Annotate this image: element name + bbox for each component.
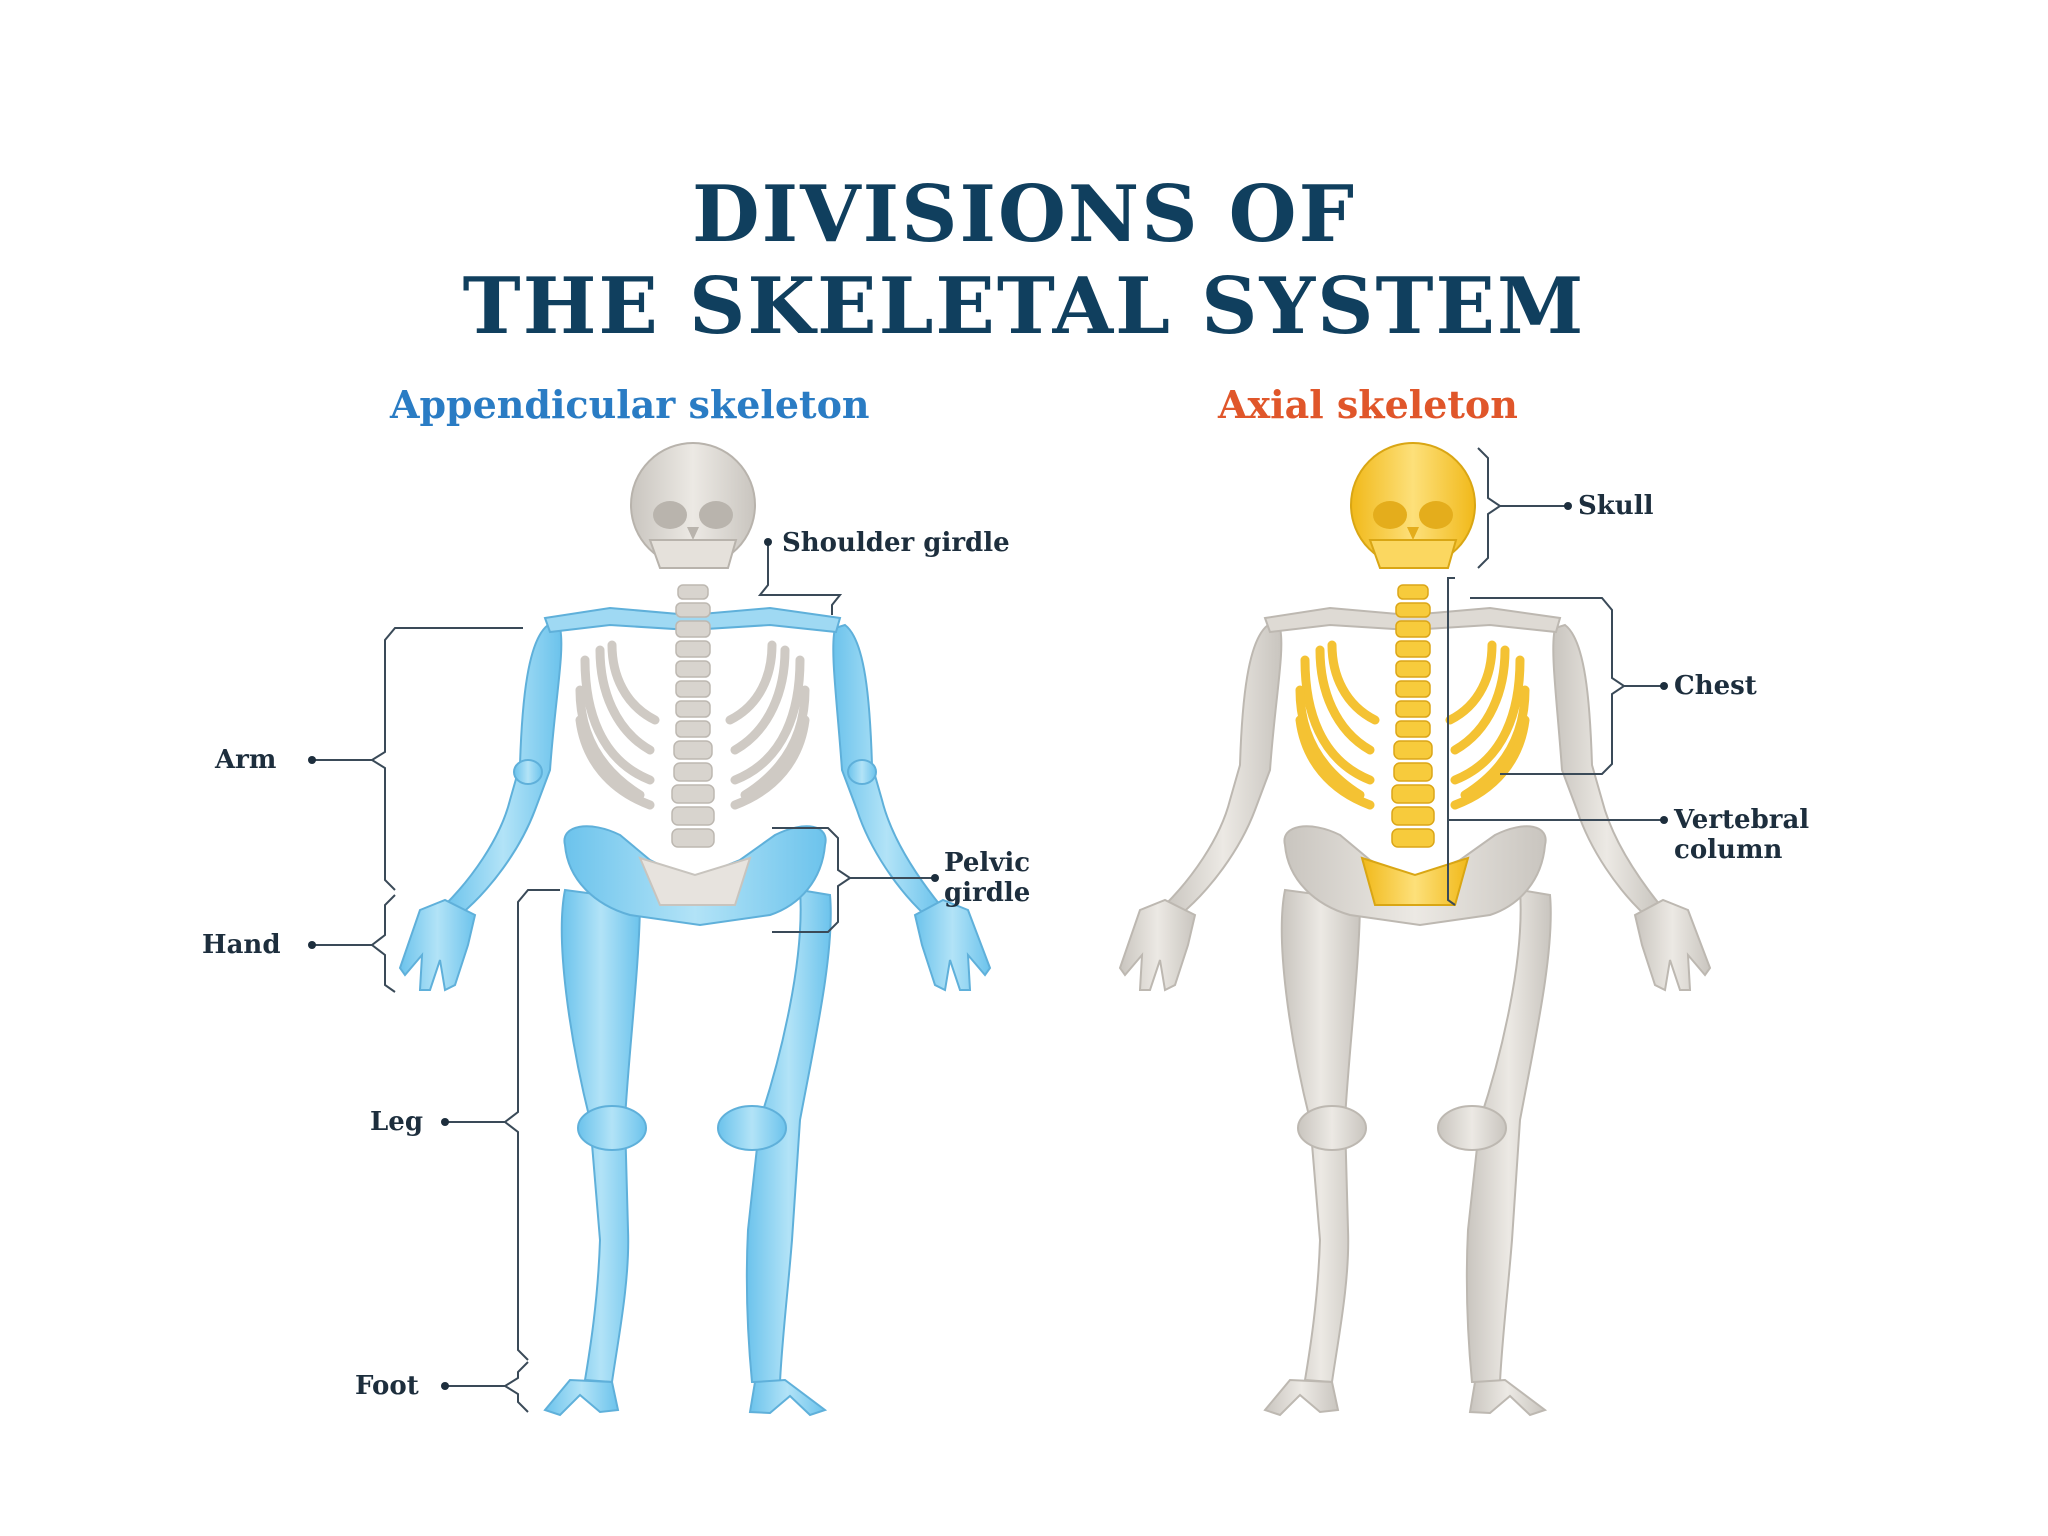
left-figure-pelvis: [563, 825, 827, 927]
label-hand: Hand: [202, 930, 281, 960]
label-pelvic-girdle-line-2: girdle: [944, 878, 1031, 908]
label-shoulder-girdle: Shoulder girdle: [782, 528, 1010, 558]
label-vertebral-column-line-2: column: [1674, 835, 1783, 865]
callout-dots: [308, 502, 1668, 1390]
page-title-line-1: DIVISIONS OF: [692, 169, 1356, 260]
right-figure-spine: [1391, 584, 1435, 848]
label-vertebral-column-line-1: Vertebral: [1674, 805, 1810, 835]
label-foot: Foot: [355, 1371, 419, 1401]
axial-skeleton-figure: [1118, 442, 1712, 1417]
label-skull: Skull: [1578, 491, 1654, 521]
left-figure-legs: [543, 888, 832, 1417]
label-chest: Chest: [1674, 671, 1757, 701]
left-figure-spine: [671, 584, 715, 848]
appendicular-section-title: Appendicular skeleton: [390, 382, 870, 427]
right-figure-skull: [1350, 442, 1476, 569]
left-figure-shoulder-girdle: [543, 606, 842, 634]
right-figure-ribcage: [1295, 640, 1530, 810]
right-figure-arms: [1118, 623, 1712, 992]
axial-section-title: Axial skeleton: [1218, 382, 1518, 427]
left-figure-arms: [398, 623, 992, 992]
label-leg: Leg: [370, 1107, 424, 1137]
left-figure-skull: [630, 442, 756, 569]
label-arm: Arm: [215, 745, 277, 775]
appendicular-skeleton-figure: [398, 442, 992, 1417]
callout-lines: [312, 447, 1664, 1413]
left-figure-ribcage: [575, 640, 810, 810]
page-title-line-2: THE SKELETAL SYSTEM: [462, 261, 1586, 352]
right-figure-pelvis: [1283, 825, 1547, 927]
right-figure-legs: [1263, 888, 1552, 1417]
label-pelvic-girdle-line-1: Pelvic: [944, 848, 1031, 878]
